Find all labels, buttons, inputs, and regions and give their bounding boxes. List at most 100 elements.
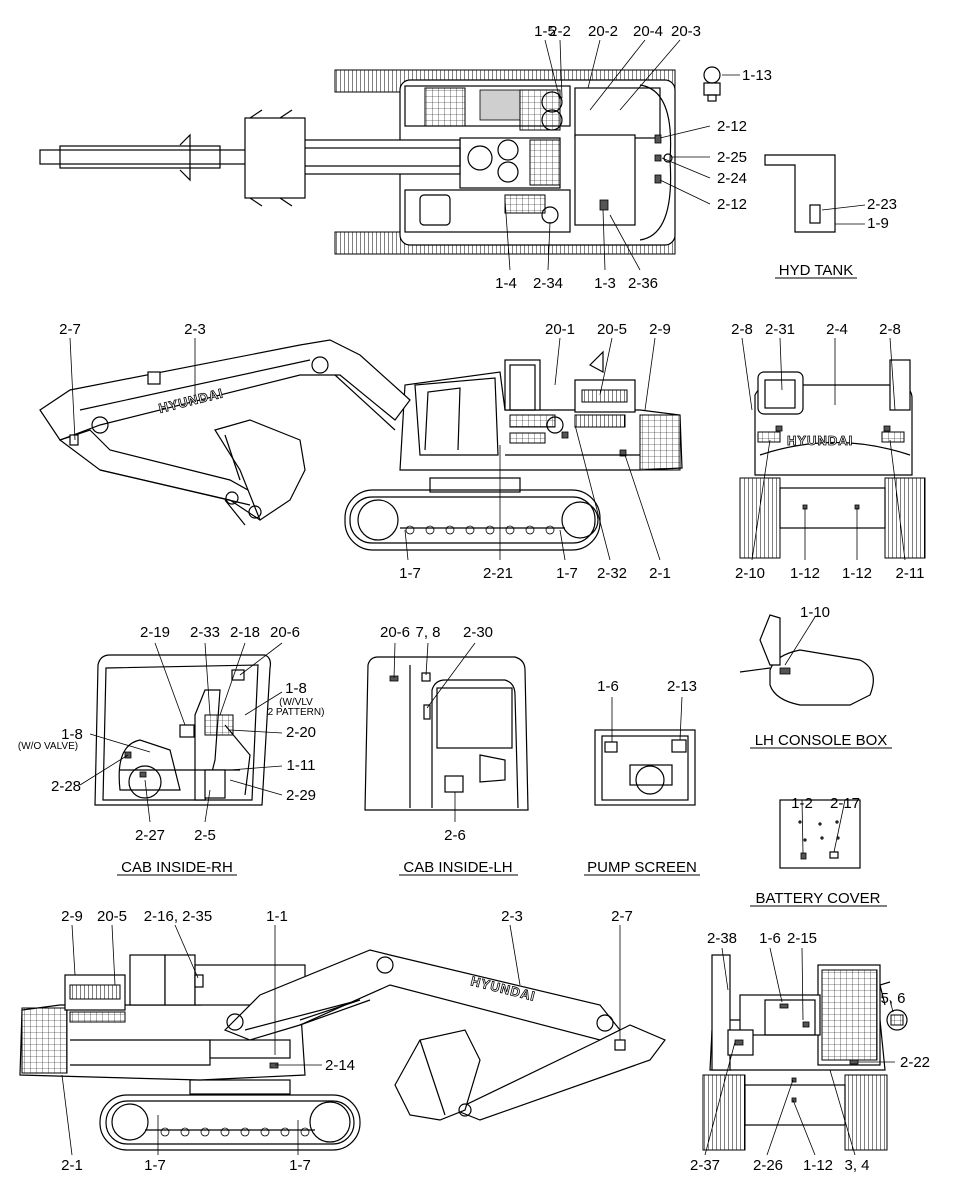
callout-cab-rh-3: 20-6: [270, 624, 300, 641]
callout-side-left-1: 20-5: [97, 908, 127, 925]
title-pump-screen: PUMP SCREEN: [587, 859, 697, 876]
callout-top-7: 2-25: [717, 149, 747, 166]
callout-labels: 1-52-2 20-2 20-4 20-3 1-13 2-12 2-25 2-24 2-12 2-…: [18, 23, 930, 1174]
rear-view: HYUNDAI: [739, 359, 926, 559]
callout-top-1: 2-2: [549, 23, 571, 40]
pump-screen-view: [594, 729, 696, 806]
callout-side-left-5: 2-7: [611, 908, 633, 925]
callout-side-right-5: 1-7: [399, 565, 421, 582]
callout-top-10: 2-23: [867, 196, 897, 213]
callout-front-6: 2-26: [753, 1157, 783, 1174]
callout-front-5: 2-37: [690, 1157, 720, 1174]
callout-cab-rh-11: 2-28: [51, 778, 81, 795]
callout-top-6: 2-12: [717, 118, 747, 135]
callout-front-0: 2-38: [707, 930, 737, 947]
callout-side-right-4: 2-9: [649, 321, 671, 338]
callout-side-right-3: 20-5: [597, 321, 627, 338]
callout-front-7: 1-12: [803, 1157, 833, 1174]
callout-rear-0: 2-8: [731, 321, 753, 338]
callout-rear-7: 2-11: [896, 565, 925, 582]
callout-side-left-8: 1-7: [144, 1157, 166, 1174]
callout-side-right-8: 2-32: [597, 565, 627, 582]
callout-side-left-3: 1-1: [266, 908, 288, 925]
callout-side-left-2: 2-16, 2-35: [144, 908, 212, 925]
callout-side-right-2: 20-1: [545, 321, 575, 338]
callout-cab-rh-13: 2-27: [135, 827, 165, 844]
title-lh-console-box: LH CONSOLE BOX: [755, 732, 888, 749]
callout-front-1: 1-6: [759, 930, 781, 947]
view-titles: HYD TANK LH CONSOLE BOX CAB INSIDE-RH CA…: [117, 262, 892, 907]
hyd-tank-view: [764, 154, 836, 233]
callout-side-left-0: 2-9: [61, 908, 83, 925]
callout-top-4: 20-3: [671, 23, 701, 40]
callout-cab-lh-3: 2-6: [444, 827, 466, 844]
callout-cab-rh-6: 2 PATTERN): [268, 707, 325, 718]
callout-top-14: 1-3: [594, 275, 616, 292]
cab-inside-rh-view: [94, 654, 272, 806]
callout-cab-rh-1: 2-33: [190, 624, 220, 641]
callout-cab-lh-0: 20-6: [380, 624, 410, 641]
callout-top-5: 1-13: [742, 67, 772, 84]
callout-top-13: 2-34: [533, 275, 563, 292]
fuel-cap-icon: [703, 66, 721, 102]
callout-cab-rh-5: (W/VLV: [279, 697, 313, 708]
callout-side-right-7: 1-7: [556, 565, 578, 582]
battery-cover-view: [779, 799, 861, 869]
callout-rear-6: 1-12: [842, 565, 872, 582]
callout-side-left-7: 2-1: [61, 1157, 83, 1174]
callout-top-11: 1-9: [867, 215, 889, 232]
callout-cab-rh-12: 2-29: [286, 787, 316, 804]
callout-cab-rh-2: 2-18: [230, 624, 260, 641]
callout-battery-1: 2-17: [830, 795, 860, 812]
callout-side-left-6: 2-14: [325, 1057, 355, 1074]
top-view: [39, 66, 836, 255]
callout-top-12: 1-4: [495, 275, 517, 292]
callout-top-9: 2-12: [717, 196, 747, 213]
callout-front-8: 3, 4: [844, 1157, 869, 1174]
callout-cab-lh-2: 2-30: [463, 624, 493, 641]
callout-side-right-6: 2-21: [483, 565, 513, 582]
callout-rear-5: 1-12: [790, 565, 820, 582]
title-hyd-tank: HYD TANK: [779, 262, 853, 279]
callout-pump-0: 1-6: [597, 678, 619, 695]
front-view: [702, 954, 908, 1151]
callout-cab-rh-10: 1-11: [287, 757, 316, 774]
leader-lines: [61, 39, 906, 1156]
callout-cab-lh-1: 7, 8: [415, 624, 440, 641]
brand-logo-rear: HYUNDAI: [787, 433, 853, 448]
callout-side-right-9: 2-1: [649, 565, 671, 582]
callout-side-left-9: 1-7: [289, 1157, 311, 1174]
callout-side-right-1: 2-3: [184, 321, 206, 338]
callout-top-8: 2-24: [717, 170, 747, 187]
callout-side-left-4: 2-3: [501, 908, 523, 925]
callout-rear-1: 2-31: [765, 321, 795, 338]
callout-cab-rh-0: 2-19: [140, 624, 170, 641]
callout-rear-3: 2-8: [879, 321, 901, 338]
callout-front-2: 2-15: [787, 930, 817, 947]
callout-top-3: 20-4: [633, 23, 663, 40]
callout-top-2: 20-2: [588, 23, 618, 40]
callout-cab-rh-4: 1-8: [285, 680, 307, 697]
callout-top-15: 2-36: [628, 275, 658, 292]
title-cab-inside-lh: CAB INSIDE-LH: [403, 859, 512, 876]
lh-console-box-view: [739, 614, 874, 706]
callout-cab-rh-8: (W/O VALVE): [18, 741, 78, 752]
callout-rear-2: 2-4: [826, 321, 848, 338]
callout-side-right-0: 2-7: [59, 321, 81, 338]
title-cab-inside-rh: CAB INSIDE-RH: [121, 859, 233, 876]
callout-cab-rh-7: 1-8: [61, 726, 83, 743]
callout-cab-rh-14: 2-5: [194, 827, 216, 844]
callout-front-4: 2-22: [900, 1054, 930, 1071]
side-view-left: HYUNDAI: [19, 949, 666, 1151]
callout-front-3: 5, 6: [880, 990, 905, 1007]
callout-cab-rh-9: 2-20: [286, 724, 316, 741]
callout-rear-4: 2-10: [735, 565, 765, 582]
callout-battery-0: 1-2: [791, 795, 813, 812]
callout-console-0: 1-10: [800, 604, 830, 621]
callout-pump-1: 2-13: [667, 678, 697, 695]
title-battery-cover: BATTERY COVER: [755, 890, 880, 907]
callout-top-0: 1-5: [534, 23, 556, 40]
side-view-right: HYUNDAI: [39, 339, 683, 551]
